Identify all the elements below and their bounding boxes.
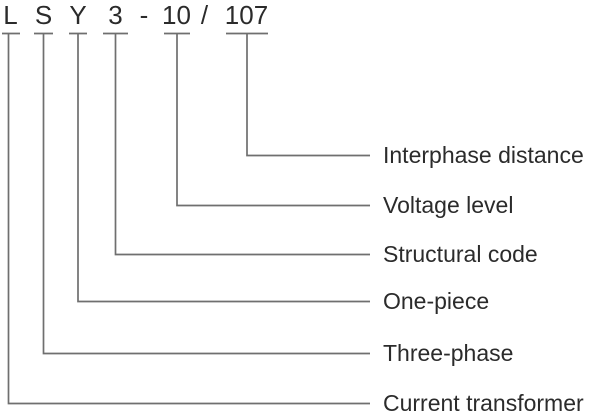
code-segment-y: Y bbox=[69, 0, 87, 30]
connector-3-structural-code bbox=[103, 32, 370, 256]
label-structural-code: Structural code bbox=[383, 241, 538, 267]
label-three-phase: Three-phase bbox=[383, 340, 514, 366]
connector-l-current-transformer bbox=[2, 32, 370, 405]
connector-s-three-phase bbox=[34, 32, 370, 355]
code-segment-3: 3 bbox=[108, 0, 123, 30]
code-segment-l: L bbox=[3, 0, 18, 30]
code-separator-slash: / bbox=[200, 0, 209, 30]
code-separator-dash: - bbox=[139, 0, 149, 30]
label-voltage-level: Voltage level bbox=[383, 192, 514, 218]
label-interphase-distance: Interphase distance bbox=[383, 142, 584, 168]
code-segment-107: 107 bbox=[224, 0, 269, 30]
label-one-piece: One-piece bbox=[383, 288, 490, 314]
connector-y-one-piece bbox=[69, 32, 370, 303]
code-segment-10: 10 bbox=[162, 0, 191, 30]
connector-107-interphase-distance bbox=[226, 32, 370, 157]
label-current-transformer: Current transformer bbox=[383, 390, 584, 415]
code-segment-s: S bbox=[34, 0, 53, 30]
connector-10-voltage-level bbox=[164, 32, 370, 207]
